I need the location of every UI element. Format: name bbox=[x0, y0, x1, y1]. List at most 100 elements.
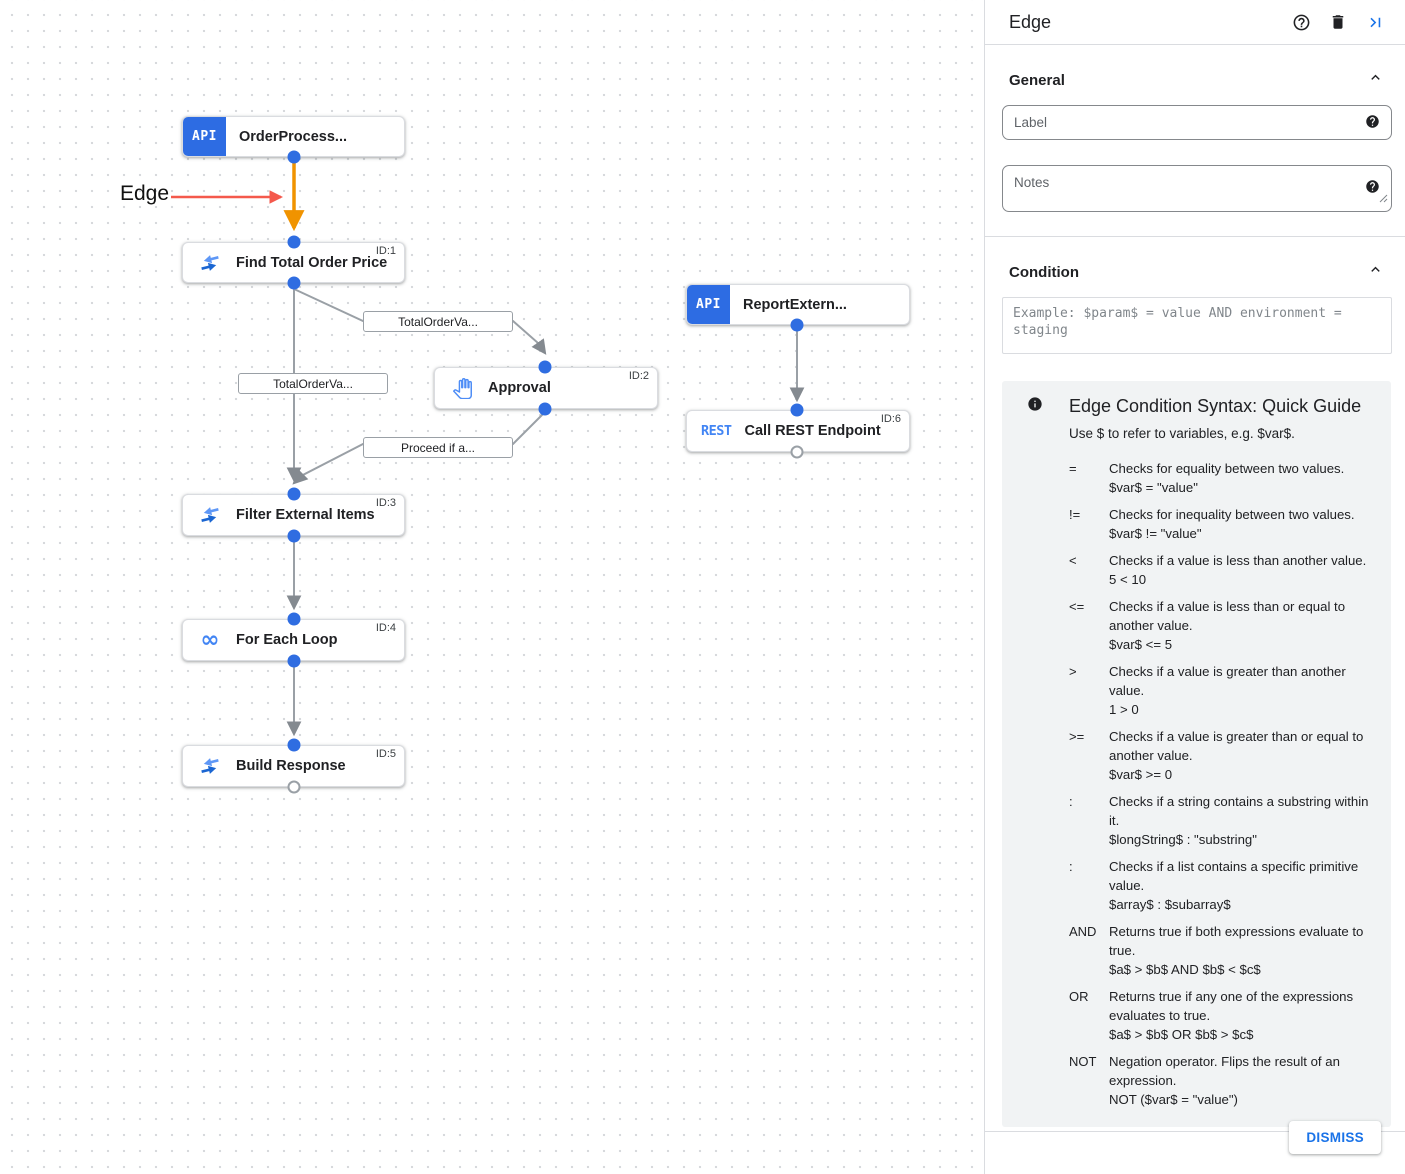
node-title: For Each Loop bbox=[236, 632, 338, 648]
node-call-rest-endpoint[interactable]: ID:6 REST Call REST Endpoint bbox=[686, 410, 910, 452]
guide-operator: : bbox=[1069, 794, 1073, 809]
guide-operator: > bbox=[1069, 664, 1077, 679]
node-id-badge: ID:6 bbox=[880, 413, 901, 425]
edge-label[interactable]: TotalOrderVa... bbox=[363, 311, 513, 332]
guide-desc: Checks for inequality between two values… bbox=[1109, 507, 1355, 522]
condition-section-title: Condition bbox=[1009, 263, 1079, 281]
guide-operator: <= bbox=[1069, 599, 1085, 614]
guide-row: NOT Negation operator. Flips the result … bbox=[1069, 1052, 1375, 1109]
edge-label[interactable]: Proceed if a... bbox=[363, 437, 513, 458]
flow-canvas[interactable]: Edge API OrderProcess... ID:1 Find Total… bbox=[0, 0, 984, 1174]
guide-example: $var$ >= 0 bbox=[1109, 767, 1173, 782]
help-icon[interactable] bbox=[1289, 10, 1313, 34]
node-title: Find Total Order Price bbox=[236, 254, 388, 271]
connector-dot[interactable] bbox=[287, 276, 301, 290]
guide-example: $a$ > $b$ AND $b$ < $c$ bbox=[1109, 962, 1261, 977]
condition-syntax-guide: Edge Condition Syntax: Quick Guide Use $… bbox=[1002, 381, 1391, 1127]
guide-row: : Checks if a list contains a specific p… bbox=[1069, 857, 1375, 914]
guide-desc: Checks for equality between two values. bbox=[1109, 461, 1345, 476]
node-id-badge: ID:4 bbox=[375, 622, 396, 634]
connector-dot[interactable] bbox=[287, 487, 301, 501]
node-build-response[interactable]: ID:5 Build Response bbox=[182, 745, 405, 787]
panel-body: General bbox=[985, 45, 1405, 1131]
notes-input[interactable] bbox=[1003, 166, 1391, 211]
node-id-badge: ID:2 bbox=[628, 370, 649, 382]
general-section-title: General bbox=[1009, 71, 1065, 89]
guide-example: 5 < 10 bbox=[1109, 572, 1147, 587]
node-filter-external-items[interactable]: ID:3 Filter External Items bbox=[182, 494, 405, 536]
guide-example: 1 > 0 bbox=[1109, 702, 1139, 717]
label-input[interactable] bbox=[1003, 106, 1391, 139]
api-trigger-icon: API bbox=[687, 285, 730, 324]
guide-row: >= Checks if a value is greater than or … bbox=[1069, 727, 1375, 784]
notes-help-icon[interactable] bbox=[1365, 179, 1380, 199]
node-id-badge: ID:5 bbox=[375, 748, 396, 760]
node-approval[interactable]: ID:2 Approval bbox=[434, 367, 658, 409]
chevron-up-icon[interactable] bbox=[1367, 261, 1384, 283]
node-title: Call REST Endpoint bbox=[744, 423, 881, 439]
guide-operator: < bbox=[1069, 553, 1077, 568]
edge-find-to-approval[interactable] bbox=[293, 288, 547, 355]
node-for-each-loop[interactable]: ID:4 ∞ For Each Loop bbox=[182, 619, 405, 661]
label-help-icon[interactable] bbox=[1365, 114, 1380, 134]
panel-footer: DISMISS bbox=[985, 1121, 1405, 1154]
node-title: OrderProcess... bbox=[239, 128, 347, 145]
guide-title: Edge Condition Syntax: Quick Guide bbox=[1069, 396, 1362, 416]
condition-placeholder: Example: $param$ = value AND environment… bbox=[1013, 306, 1342, 338]
section-divider bbox=[985, 236, 1405, 237]
node-title: Build Response bbox=[236, 758, 346, 774]
collapse-panel-icon[interactable] bbox=[1363, 10, 1387, 34]
connector-dot[interactable] bbox=[287, 150, 301, 164]
guide-example: $longString$ : "substring" bbox=[1109, 832, 1257, 847]
guide-desc: Checks if a string contains a substring … bbox=[1109, 794, 1369, 828]
connector-dot[interactable] bbox=[287, 654, 301, 668]
condition-section-header: Condition bbox=[1009, 261, 1384, 283]
connector-dot[interactable] bbox=[287, 529, 301, 543]
guide-desc: Returns true if any one of the expressio… bbox=[1109, 989, 1354, 1023]
guide-desc: Checks if a value is greater than or equ… bbox=[1109, 729, 1364, 763]
edge-label[interactable]: TotalOrderVa... bbox=[238, 373, 388, 394]
guide-desc: Checks if a list contains a specific pri… bbox=[1109, 859, 1359, 893]
connector-dot[interactable] bbox=[790, 403, 804, 417]
guide-operator: != bbox=[1069, 507, 1081, 522]
node-title: Filter External Items bbox=[236, 507, 375, 523]
node-id-badge: ID:1 bbox=[375, 245, 396, 257]
textarea-resize-handle[interactable] bbox=[1379, 190, 1388, 208]
chevron-up-icon[interactable] bbox=[1367, 69, 1384, 91]
connector-dot[interactable] bbox=[538, 360, 552, 374]
notes-field bbox=[1002, 165, 1392, 212]
node-title: Approval bbox=[488, 380, 551, 396]
connector-dot[interactable] bbox=[538, 402, 552, 416]
guide-intro: Use $ to refer to variables, e.g. $var$. bbox=[1069, 426, 1295, 441]
node-orderprocess-trigger[interactable]: API OrderProcess... bbox=[182, 116, 405, 157]
node-reportextern-trigger[interactable]: API ReportExtern... bbox=[686, 284, 910, 325]
delete-icon[interactable] bbox=[1326, 10, 1350, 34]
guide-row: : Checks if a string contains a substrin… bbox=[1069, 792, 1375, 849]
connector-dot[interactable] bbox=[287, 235, 301, 249]
data-mapping-icon bbox=[197, 756, 223, 776]
connector-dot-open[interactable] bbox=[790, 445, 804, 459]
panel-header: Edge bbox=[985, 0, 1405, 45]
guide-desc: Checks if a value is less than another v… bbox=[1109, 553, 1367, 568]
label-field bbox=[1002, 105, 1392, 140]
node-id-badge: ID:3 bbox=[375, 497, 396, 509]
guide-example: $var$ = "value" bbox=[1109, 480, 1198, 495]
condition-input[interactable]: Example: $param$ = value AND environment… bbox=[1002, 297, 1392, 354]
guide-desc: Checks if a value is less than or equal … bbox=[1109, 599, 1346, 633]
guide-example: NOT ($var$ = "value") bbox=[1109, 1092, 1238, 1107]
guide-row: > Checks if a value is greater than anot… bbox=[1069, 662, 1375, 719]
loop-infinity-icon: ∞ bbox=[200, 627, 220, 653]
connector-dot-open[interactable] bbox=[287, 780, 301, 794]
edge-config-panel: Edge General bbox=[984, 0, 1405, 1174]
info-icon bbox=[1027, 396, 1069, 417]
guide-desc: Negation operator. Flips the result of a… bbox=[1109, 1054, 1340, 1088]
edges-layer bbox=[171, 162, 805, 737]
api-trigger-icon: API bbox=[183, 117, 226, 156]
connector-dot[interactable] bbox=[287, 738, 301, 752]
guide-example: $var$ != "value" bbox=[1109, 526, 1202, 541]
dismiss-button[interactable]: DISMISS bbox=[1289, 1121, 1381, 1154]
connector-dot[interactable] bbox=[790, 318, 804, 332]
guide-row: != Checks for inequality between two val… bbox=[1069, 505, 1375, 543]
connector-dot[interactable] bbox=[287, 612, 301, 626]
